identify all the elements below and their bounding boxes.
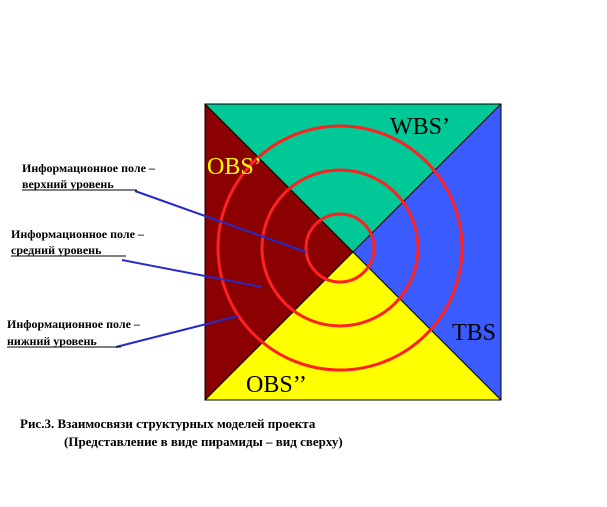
label-obs2: OBS’’ [246, 372, 307, 398]
ring-lower-level [304, 212, 376, 284]
leader-lower [115, 315, 239, 348]
leader-upper [134, 190, 307, 253]
level-middle-line1: Информационное поле – [11, 227, 145, 241]
ring-middle-level [260, 168, 420, 328]
quadrant-left-obs [205, 104, 353, 400]
label-wbs: WBS’ [390, 114, 450, 140]
caption-line2: (Представление в виде пирамиды – вид све… [64, 434, 343, 449]
level-middle-line2: средний уровень [11, 243, 102, 257]
label-tbs: TBS [452, 320, 496, 346]
level-lower-line1: Информационное поле – [7, 317, 141, 331]
caption-line1: Рис.3. Взаимосвязи структурных моделей п… [20, 416, 316, 431]
label-obs: OBS’ [207, 154, 262, 180]
diagonal-2 [204, 103, 502, 401]
pyramid-outline [204, 103, 502, 401]
ring-upper-level [216, 124, 464, 372]
level-upper-line2: верхний уровень [22, 177, 114, 191]
level-lower-line2: нижний уровень [7, 334, 97, 348]
level-upper-line1: Информационное поле – [22, 161, 156, 175]
leader-middle [121, 259, 263, 288]
quadrant-right-tbs [353, 104, 501, 400]
